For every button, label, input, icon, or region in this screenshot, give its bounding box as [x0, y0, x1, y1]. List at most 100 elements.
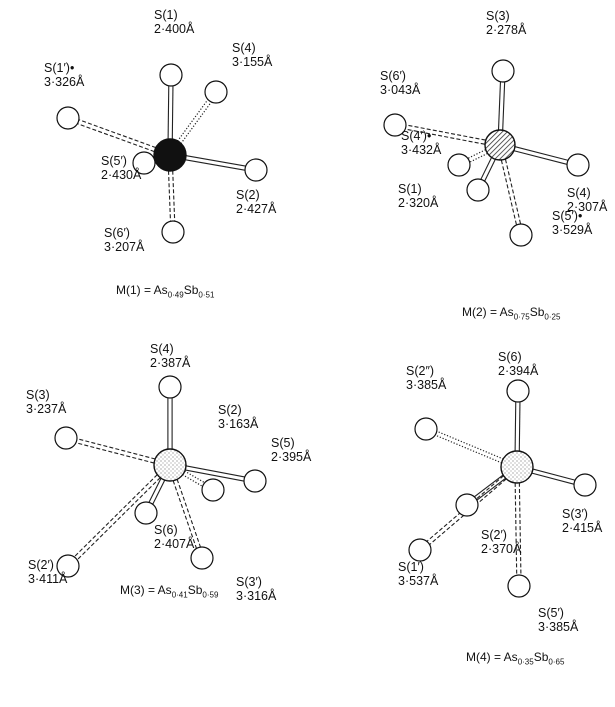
sulfur-atom-m3-2: [201, 478, 225, 502]
site-caption: M(2) = As0·75Sb0·25: [462, 305, 560, 321]
bond-distance: 2·395Å: [271, 450, 312, 464]
sulfur-atom-m4-2: [573, 473, 597, 497]
ligand-label: S(1′)•3·326Å: [44, 61, 84, 89]
ligand-label: S(2)2·427Å: [236, 188, 276, 216]
atom-name: S(1): [154, 8, 178, 22]
atom-name: S(4): [150, 342, 174, 356]
sulfur-atom-m1-0: [159, 63, 183, 87]
ligand-label: S(5′)2·430Å: [101, 154, 141, 182]
sulfur-atom-m3-6: [190, 546, 214, 570]
bond-distance: 2·427Å: [236, 202, 277, 216]
caption-sb: 0·25: [544, 312, 561, 322]
atom-name: S(5′): [538, 606, 564, 620]
bond-distance: 3·432Å: [401, 143, 442, 157]
ligand-label: S(2′)3·411Å: [28, 558, 67, 586]
caption-mid: Sb: [533, 650, 549, 664]
bond-m1-2: [77, 119, 162, 155]
bond-distance: 3·163Å: [218, 417, 259, 431]
atom-name: S(6′): [104, 226, 130, 240]
caption-mid: Sb: [183, 283, 199, 297]
bond-distance: 2·400Å: [154, 22, 195, 36]
atom-name: S(6): [154, 523, 178, 537]
bond-m2-2: [467, 146, 494, 163]
ligand-label: S(5′)3·385Å: [538, 606, 578, 634]
bond-distance: 2·394Å: [498, 364, 539, 378]
bond-distance: 2·370Å: [481, 542, 522, 556]
ligand-label: S(2)3·163Å: [218, 403, 258, 431]
bond-distance: 2·430Å: [101, 168, 142, 182]
atom-name: S(1′): [398, 560, 424, 574]
ligand-label: S(1)2·320Å: [398, 182, 438, 210]
ligand-label: S(2″)3·385Å: [406, 364, 446, 392]
atom-name: S(4′)•: [401, 129, 432, 143]
sulfur-atom-m1-1: [204, 80, 228, 104]
ligand-label: S(3′)2·415Å: [562, 507, 602, 535]
atom-name: S(3′): [236, 575, 262, 589]
sulfur-atom-m1-3: [132, 151, 156, 175]
bond-m3-6: [170, 473, 201, 549]
ligand-label: S(1′)3·537Å: [398, 560, 438, 588]
sulfur-atom-m2-3: [466, 178, 490, 202]
bond-distance: 3·326Å: [44, 75, 85, 89]
ligand-label: S(3)3·237Å: [26, 388, 66, 416]
metal-atom-m2: [484, 129, 516, 161]
bond-m3-3: [178, 464, 245, 482]
bond-m1-4: [179, 154, 246, 171]
site-caption: M(3) = As0·41Sb0·59: [120, 583, 218, 599]
ligand-label: S(2′)2·370Å: [481, 528, 521, 556]
sulfur-atom-m3-0: [158, 375, 182, 399]
site-caption: M(4) = As0·35Sb0·65: [466, 650, 564, 666]
bond-m1-0: [167, 85, 174, 146]
sulfur-atom-m3-1: [54, 426, 78, 450]
bond-distance: 3·411Å: [28, 572, 68, 586]
caption-sb: 0·59: [202, 590, 219, 600]
site-caption: M(1) = As0·49Sb0·51: [116, 283, 214, 299]
atom-name: S(6): [498, 350, 522, 364]
ligand-label: S(6)2·407Å: [154, 523, 194, 551]
sulfur-atom-m2-0: [491, 59, 515, 83]
sulfur-atom-m3-4: [134, 501, 158, 525]
bond-m2-0: [497, 81, 506, 137]
sulfur-atom-m4-5: [507, 574, 531, 598]
atom-name: S(3): [486, 9, 510, 23]
atom-name: S(5′): [101, 154, 127, 168]
caption-sb: 0·65: [548, 657, 565, 667]
sulfur-atom-m3-5: [56, 554, 80, 578]
caption-prefix: M(3) = As: [120, 583, 172, 597]
caption-sb: 0·51: [198, 290, 215, 300]
sulfur-atom-m2-1: [383, 113, 407, 137]
atom-name: S(1): [398, 182, 422, 196]
sulfur-atom-m1-4: [244, 158, 268, 182]
sulfur-atom-m3-3: [243, 469, 267, 493]
sulfur-atom-m4-3: [455, 493, 479, 517]
sulfur-atom-m1-5: [161, 220, 185, 244]
sulfur-atom-m2-4: [566, 153, 590, 177]
bond-distance: 3·537Å: [398, 574, 439, 588]
bond-distance: 3·207Å: [104, 240, 145, 254]
atom-name: S(2′): [481, 528, 507, 542]
ligand-label: S(6)2·394Å: [498, 350, 538, 378]
caption-as: 0·35: [517, 657, 534, 667]
atom-name: S(4): [232, 41, 256, 55]
bond-distance: 3·155Å: [232, 55, 273, 69]
bond-m4-3: [474, 470, 511, 501]
ligand-label: S(4)3·155Å: [232, 41, 272, 69]
ligand-label: S(1)2·400Å: [154, 8, 194, 36]
sulfur-atom-m2-2: [447, 153, 471, 177]
sulfur-atom-m1-2: [56, 106, 80, 130]
bond-distance: 3·316Å: [236, 589, 277, 603]
metal-atom-m1: [153, 138, 187, 172]
ligand-label: S(5′)•3·529Å: [552, 209, 592, 237]
atom-name: S(1′)•: [44, 61, 75, 75]
bond-m4-0: [514, 401, 521, 458]
bond-distance: 2·320Å: [398, 196, 439, 210]
ligand-label: S(6′)3·207Å: [104, 226, 144, 254]
ligand-label: S(3′)3·316Å: [236, 575, 276, 603]
bond-distance: 2·415Å: [562, 521, 603, 535]
bond-distance: 3·043Å: [380, 83, 421, 97]
atom-name: S(2): [236, 188, 260, 202]
atom-name: S(4): [567, 186, 591, 200]
bond-m2-1: [405, 124, 492, 146]
caption-as: 0·41: [171, 590, 188, 600]
